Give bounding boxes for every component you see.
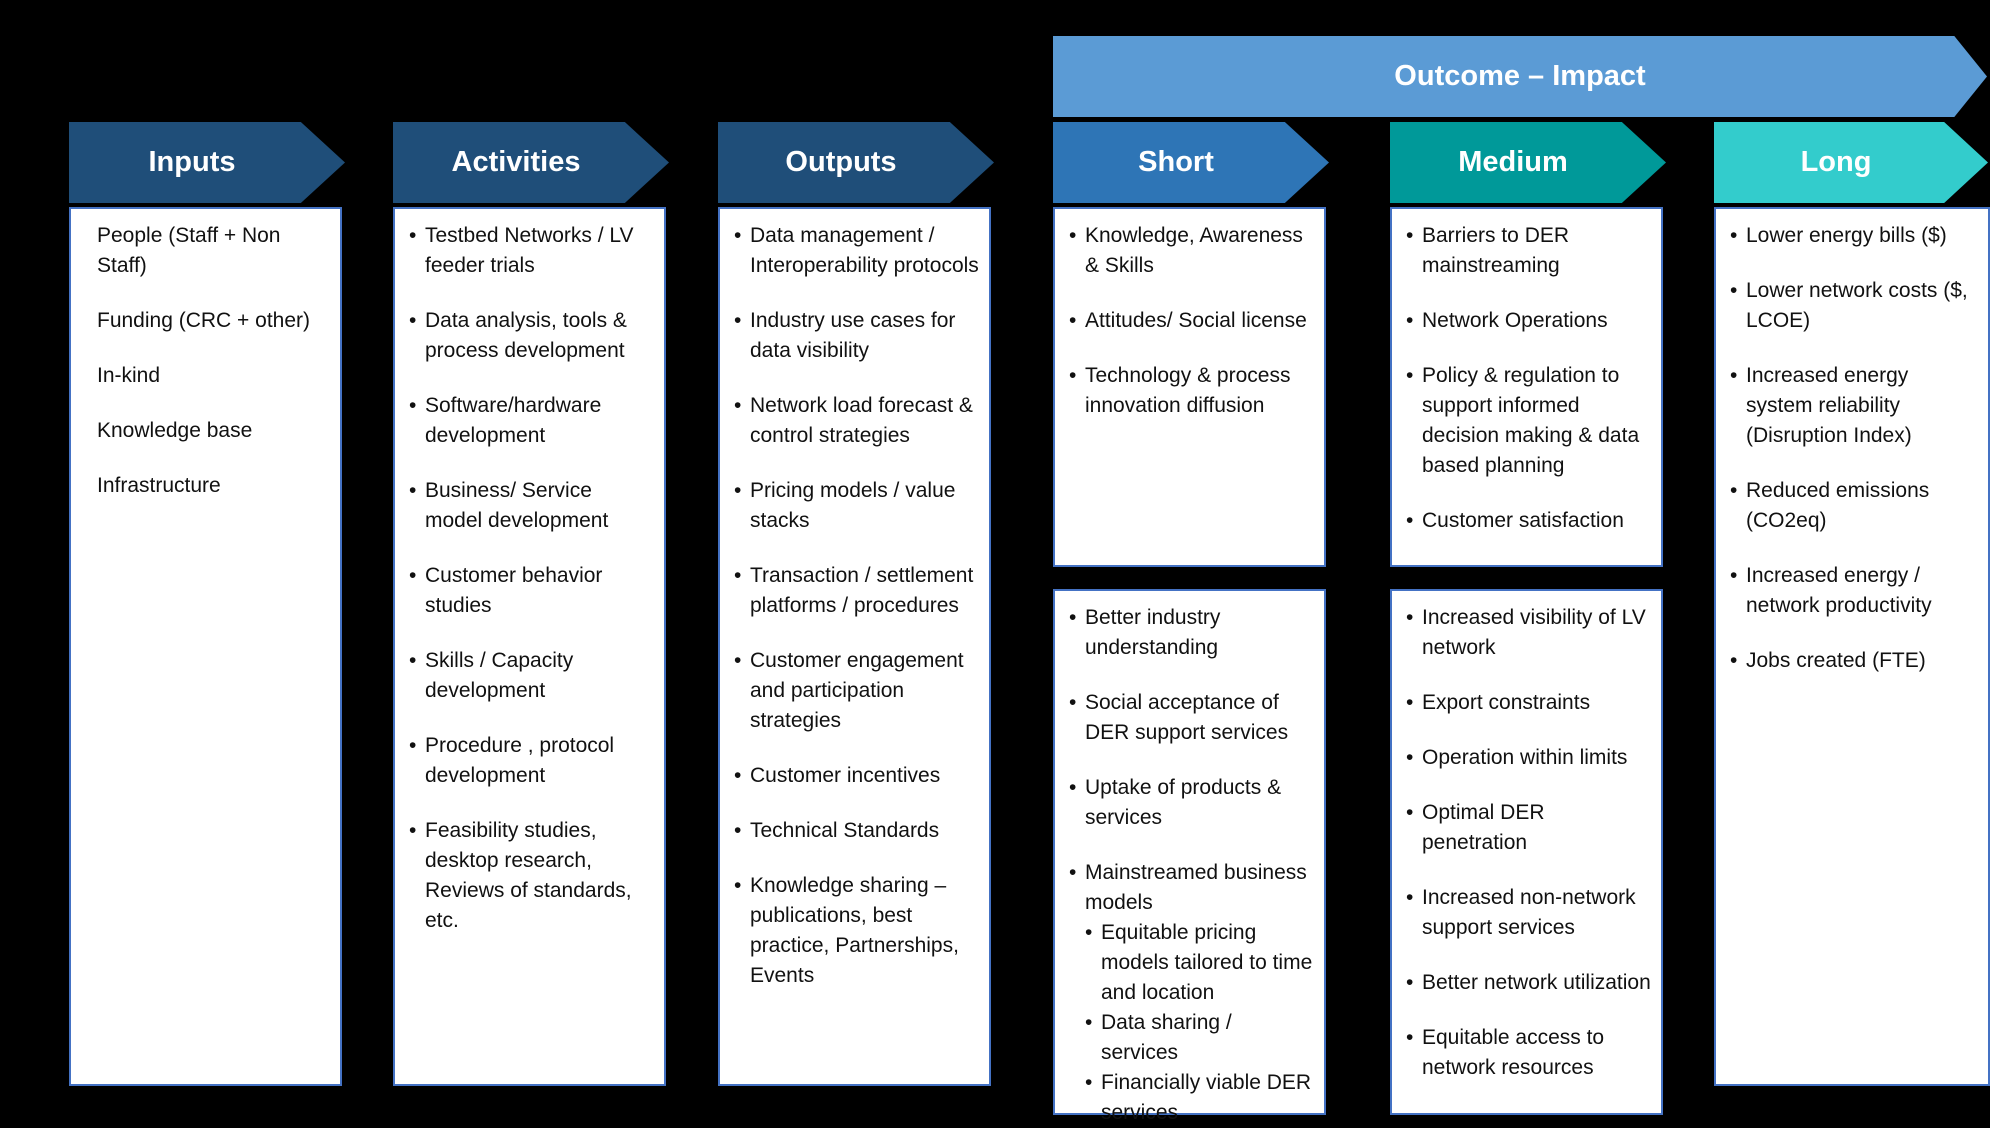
list-item: Reduced emissions (CO2eq) — [1730, 476, 1978, 536]
list-item: Infrastructure — [97, 474, 221, 497]
short-list: Knowledge, Awareness & SkillsAttitudes/ … — [1069, 221, 1314, 421]
list-item: Export constraints — [1406, 688, 1651, 718]
list-item: Customer satisfaction — [1406, 506, 1651, 536]
list-item: Optimal DER penetration — [1406, 798, 1651, 858]
list-item: Procedure , protocol development — [409, 731, 654, 791]
list-item: Technology & process innovation diffusio… — [1069, 361, 1314, 421]
list-item: Data management / Interoperability proto… — [734, 221, 979, 281]
medium-box-1: Barriers to DER mainstreamingNetwork Ope… — [1390, 207, 1663, 567]
list-item: Customer engagement and participation st… — [734, 646, 979, 736]
list-item: Data analysis, tools & process developme… — [409, 306, 654, 366]
list-item: Feasibility studies, desktop research, R… — [409, 816, 654, 936]
list-item: Funding (CRC + other) — [97, 309, 311, 332]
sub-list-item: Financially viable DER services — [1085, 1068, 1314, 1128]
sub-list: Equitable pricing models tailored to tim… — [1085, 918, 1314, 1128]
list-item: Customer incentives — [734, 761, 979, 791]
outcome-impact-banner: Outcome – Impact — [1053, 36, 1987, 117]
list-item: Equitable access to network resources — [1406, 1023, 1651, 1083]
header-outputs: Outputs — [718, 122, 994, 203]
list-item: Industry use cases for data visibility — [734, 306, 979, 366]
list-item: Better industry understanding — [1069, 603, 1314, 663]
list-item: Increased energy / network productivity — [1730, 561, 1978, 621]
medium-list: Increased visibility of LV networkExport… — [1406, 603, 1651, 1083]
inputs-box-1: People (Staff + Non Staff) Funding (CRC +… — [69, 207, 342, 1086]
header-short: Short — [1053, 122, 1329, 203]
list-item: Skills / Capacity development — [409, 646, 654, 706]
long-box-1: Lower energy bills ($) Lower network cost… — [1714, 207, 1990, 1086]
list-item: People (Staff + Non Staff) — [97, 224, 281, 277]
outputs-list: Data management / Interoperability proto… — [734, 221, 979, 991]
list-item: Increased non-network support services — [1406, 883, 1651, 943]
list-item: Barriers to DER mainstreaming — [1406, 221, 1651, 281]
list-item: Pricing models / value stacks — [734, 476, 979, 536]
list-item: Testbed Networks / LV feeder trials — [409, 221, 654, 281]
list-item: Mainstreamed business modelsEquitable pr… — [1069, 858, 1314, 1128]
list-item: Better network utilization — [1406, 968, 1651, 998]
list-item: In-kind — [97, 364, 161, 387]
short-box-1: Knowledge, Awareness & SkillsAttitudes/ … — [1053, 207, 1326, 567]
list-item: Jobs created (FTE) — [1730, 646, 1978, 676]
sub-list-item: Data sharing / services — [1085, 1008, 1314, 1068]
medium-box-2: Increased visibility of LV networkExport… — [1390, 589, 1663, 1115]
list-item: Operation within limits — [1406, 743, 1651, 773]
list-item: Software/hardware development — [409, 391, 654, 451]
list-item: Uptake of products & services — [1069, 773, 1314, 833]
list-item: Increased visibility of LV network — [1406, 603, 1651, 663]
short-box-2: Better industry understandingSocial acce… — [1053, 589, 1326, 1124]
list-item: Knowledge sharing – publications, best p… — [734, 871, 979, 991]
list-item: Attitudes/ Social license — [1069, 306, 1314, 336]
header-medium: Medium — [1390, 122, 1666, 203]
list-item: Business/ Service model development — [409, 476, 654, 536]
header-activities: Activities — [393, 122, 669, 203]
list-item: Knowledge, Awareness & Skills — [1069, 221, 1314, 281]
list-item: Lower energy bills ($) — [1730, 221, 1978, 251]
header-long: Long — [1714, 122, 1988, 203]
list-item: Knowledge base — [97, 419, 253, 442]
outputs-box-1: Data management / Interoperability proto… — [718, 207, 991, 1086]
list-item: Lower network costs ($, LCOE) — [1730, 276, 1978, 336]
list-item: Policy & regulation to support informed … — [1406, 361, 1651, 481]
list-item: Technical Standards — [734, 816, 979, 846]
list-item: Transaction / settlement platforms / pro… — [734, 561, 979, 621]
activities-box-1: Testbed Networks / LV feeder trialsData … — [393, 207, 666, 1086]
inputs-list: People (Staff + Non Staff) Funding (CRC +… — [85, 221, 330, 501]
list-item: Network Operations — [1406, 306, 1651, 336]
medium-list: Barriers to DER mainstreamingNetwork Ope… — [1406, 221, 1651, 536]
sub-list-item: Equitable pricing models tailored to tim… — [1085, 918, 1314, 1008]
activities-list: Testbed Networks / LV feeder trialsData … — [409, 221, 654, 936]
list-item: Customer behavior studies — [409, 561, 654, 621]
short-list: Better industry understandingSocial acce… — [1069, 603, 1314, 1128]
list-item: Increased energy system reliability (Dis… — [1730, 361, 1978, 451]
list-item: Network load forecast & control strategi… — [734, 391, 979, 451]
list-item-text: Mainstreamed business models — [1085, 861, 1307, 914]
header-inputs: Inputs — [69, 122, 345, 203]
long-list: Lower energy bills ($) Lower network cost… — [1730, 221, 1978, 676]
list-item: Social acceptance of DER support service… — [1069, 688, 1314, 748]
